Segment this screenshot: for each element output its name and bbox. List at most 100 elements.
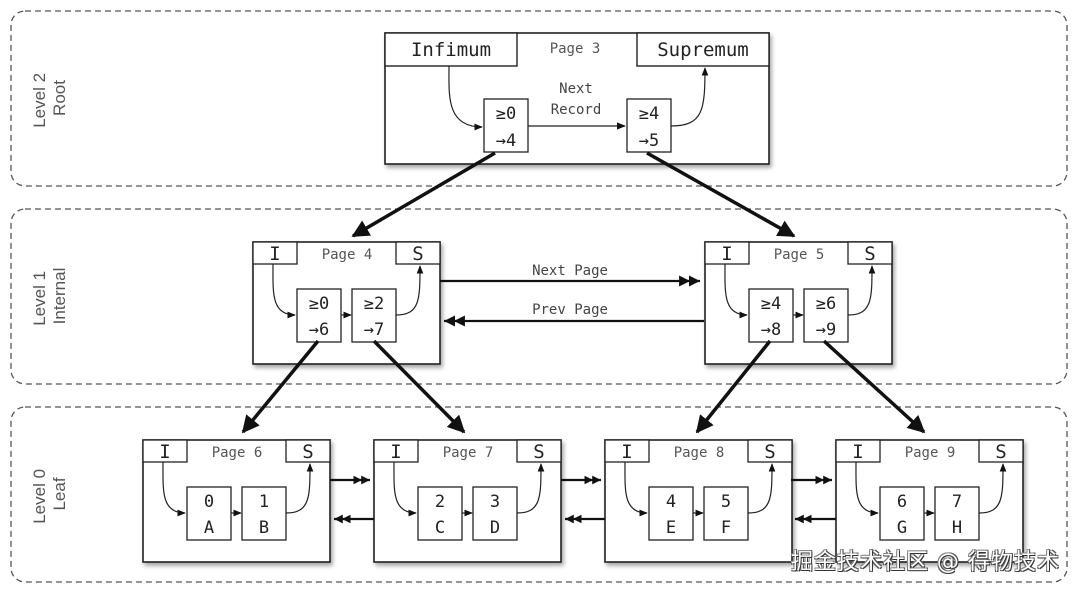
supremum-record	[747, 439, 793, 463]
supremum-label: S	[412, 243, 423, 265]
page-title: Page 7	[443, 445, 494, 461]
supremum-label: S	[533, 441, 544, 463]
record-key: ≥4	[761, 294, 781, 314]
record-key: 1	[259, 492, 269, 512]
record: 7H	[934, 486, 980, 541]
infimum-record	[835, 439, 881, 463]
page-title: Page 6	[212, 445, 263, 461]
supremum-arrow	[747, 463, 776, 514]
infimum-arrow	[162, 461, 186, 517]
svg-text:≥0: ≥0	[496, 104, 516, 124]
svg-text:→5: →5	[639, 131, 659, 151]
record: 3D	[472, 486, 518, 541]
infimum-label: I	[390, 441, 401, 463]
root-page-3: Infimum Page 3 Supremum Next Record ≥0 →…	[384, 32, 770, 165]
infimum-label: I	[621, 441, 632, 463]
record-key: 6	[897, 492, 907, 512]
infimum-record	[373, 439, 419, 463]
supremum-label: S	[302, 441, 313, 463]
infimum-record	[704, 241, 750, 265]
record-child-pointer: →8	[761, 320, 781, 340]
pointer-arrow	[695, 339, 772, 434]
supremum-label: S	[764, 441, 775, 463]
supremum-record	[285, 439, 331, 463]
record-key: 0	[204, 492, 214, 512]
record: 4E	[648, 486, 694, 541]
supremum-record	[395, 241, 441, 265]
record-value: A	[204, 518, 214, 538]
page-title: Page 9	[905, 445, 956, 461]
level-1-internal-region: Level 1 Internal	[10, 208, 1068, 385]
infimum-record	[604, 439, 650, 463]
record: 5F	[703, 486, 749, 541]
record: 2C	[417, 486, 463, 541]
supremum-arrow	[516, 463, 545, 514]
supremum-label: S	[864, 243, 875, 265]
record-key: 5	[721, 492, 731, 512]
infimum-arrow	[393, 461, 417, 517]
pointer-arrow	[372, 339, 466, 434]
leaf-sibling-links	[330, 475, 836, 524]
supremum-record	[516, 439, 562, 463]
record: ≥4→8	[748, 288, 794, 343]
infimum-record	[142, 439, 188, 463]
pointer-arrow	[351, 151, 496, 238]
infimum-label: I	[269, 243, 280, 265]
infimum-arrow	[855, 461, 879, 517]
page-title: Page 8	[674, 445, 725, 461]
record-child-pointer: →6	[309, 320, 329, 340]
record: ≥2→7	[351, 288, 397, 343]
infimum-record	[252, 241, 298, 265]
svg-text:→4: →4	[496, 131, 516, 151]
record: ≥0→6	[296, 288, 342, 343]
page-title: Page 4	[322, 247, 373, 263]
level-1-label: Level 1 Internal	[30, 266, 69, 326]
record-child-pointer: →7	[364, 320, 384, 340]
next-record-label-1: Next	[559, 81, 593, 97]
pointer-arrow	[241, 339, 320, 434]
supremum-record	[978, 439, 1024, 463]
pointer-arrow	[822, 339, 926, 434]
supremum-record	[636, 32, 770, 67]
record: 0A	[186, 486, 232, 541]
record-value: F	[721, 518, 731, 538]
level-0-leaf-region: Level 0 Leaf	[10, 406, 1068, 583]
infimum-arrow	[272, 263, 296, 319]
level-0-label: Level 0 Leaf	[30, 464, 69, 524]
record-value: G	[897, 518, 907, 538]
page-title: Page 5	[774, 247, 825, 263]
record-key: ≥2	[364, 294, 384, 314]
supremum-arrow	[978, 463, 1007, 514]
record-value: E	[666, 518, 676, 538]
record-key: 3	[490, 492, 500, 512]
supremum-label: S	[995, 441, 1006, 463]
svg-text:≥4: ≥4	[639, 104, 659, 124]
level-2-label: Level 2 Root	[30, 68, 69, 128]
infimum-arrow	[624, 461, 648, 517]
record-value: D	[490, 518, 500, 538]
record-key: 7	[952, 492, 962, 512]
supremum-arrow	[847, 265, 876, 316]
infimum-record	[384, 32, 518, 67]
record-key: 2	[435, 492, 445, 512]
supremum-arrow	[670, 67, 709, 127]
infimum-label: Infimum	[411, 39, 491, 61]
record: ≥4 →5	[626, 98, 672, 153]
infimum-label: I	[159, 441, 170, 463]
record-key: 4	[666, 492, 676, 512]
record-key: ≥0	[309, 294, 329, 314]
watermark: 掘金技术社区 @ 得物技术	[791, 550, 1060, 575]
infimum-arrow	[448, 65, 483, 131]
pointer-arrow	[646, 151, 796, 238]
prev-page-label: Prev Page	[532, 302, 608, 318]
record-value: B	[259, 518, 269, 538]
supremum-label: Supremum	[657, 39, 749, 61]
record-key: ≥6	[816, 294, 836, 314]
